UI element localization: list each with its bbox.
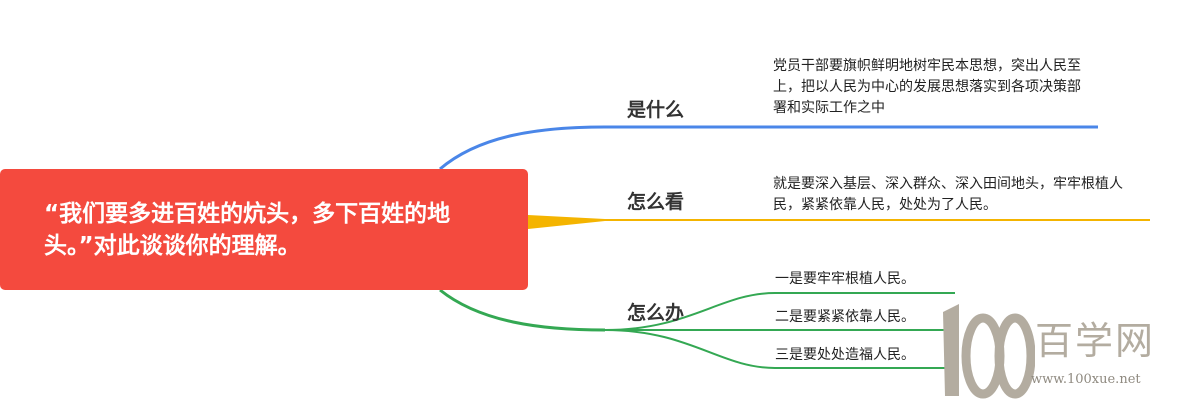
root-topic-text: “我们要多进百姓的炕头，多下百姓的地头。”对此谈谈你的理解。 [44, 200, 451, 259]
connector-how [439, 288, 606, 332]
watermark: 百学网 www.100xue.net [935, 300, 1185, 400]
leaf-how-2: 二是要紧紧依靠人民。 [775, 309, 915, 325]
root-topic: “我们要多进百姓的炕头，多下百姓的地头。”对此谈谈你的理解。 [0, 169, 528, 290]
connector-how-leaf-3 [604, 329, 955, 369]
branch-title-what: 是什么 [627, 99, 685, 121]
branch-title-how: 怎么办 [627, 302, 685, 324]
connector-view [528, 215, 1150, 229]
branch-text-view: 就是要深入基层、深入群众、深入田间地头，牢牢根植人民，紧紧依靠人民，处处为了人民… [773, 176, 1123, 213]
connector-how-leaf-1 [604, 292, 955, 331]
branch-title-view: 怎么看 [627, 191, 685, 213]
watermark-logo [943, 304, 1035, 399]
branch-text-what: 党员干部要旗帜鲜明地树牢民本思想，突出人民至上，把以人民为中心的发展思想落实到各… [773, 58, 1081, 116]
connector-what [439, 125, 1098, 171]
watermark-url: www.100xue.net [1031, 372, 1141, 387]
watermark-brand-name: 百学网 [1035, 319, 1156, 363]
leaf-how-1: 一是要牢牢根植人民。 [775, 271, 915, 287]
leaf-how-3: 三是要处处造福人民。 [775, 347, 915, 363]
